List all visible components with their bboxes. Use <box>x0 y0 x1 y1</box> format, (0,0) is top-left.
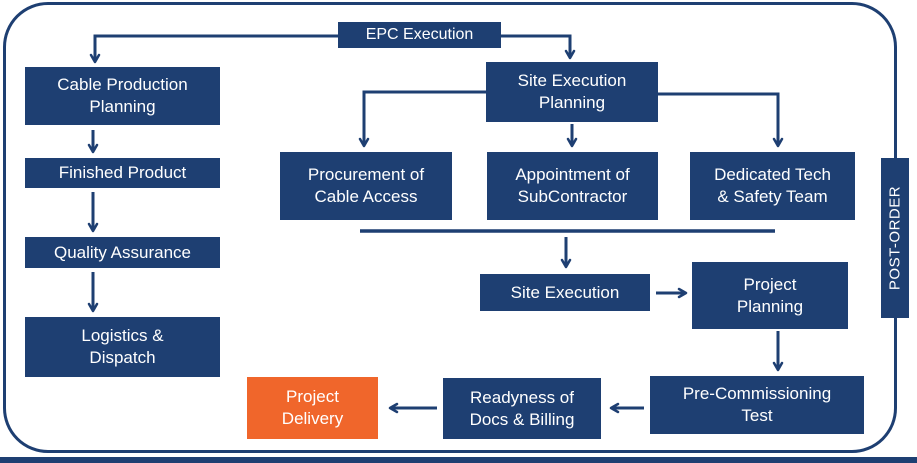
node-logistics-dispatch: Logistics & Dispatch <box>25 317 220 377</box>
edge-epc-execution-to-site-execution-planning <box>501 34 576 60</box>
node-quality-assurance: Quality Assurance <box>25 237 220 268</box>
node-procurement-cable-access: Procurement of Cable Access <box>280 152 452 220</box>
post-order-label: POST-ORDER <box>886 185 904 291</box>
node-cable-production-planning: Cable Production Planning <box>25 67 220 125</box>
node-readyness-docs-billing: Readyness of Docs & Billing <box>443 378 601 439</box>
edge-site-execution-planning-to-dedicated-tech-safety-team <box>658 92 784 148</box>
node-dedicated-tech-safety-team: Dedicated Tech & Safety Team <box>690 152 855 220</box>
node-appointment-subcontractor: Appointment of SubContractor <box>487 152 658 220</box>
node-site-execution: Site Execution <box>480 274 650 311</box>
edge-site-execution-planning-to-procurement-cable-access <box>358 90 486 148</box>
node-project-delivery: Project Delivery <box>247 377 378 439</box>
node-finished-product: Finished Product <box>25 158 220 188</box>
edge-epc-execution-to-cable-production-planning <box>89 34 338 64</box>
node-site-execution-planning: Site Execution Planning <box>486 62 658 122</box>
node-project-planning: Project Planning <box>692 262 848 329</box>
node-pre-commissioning-test: Pre-Commissioning Test <box>650 376 864 434</box>
node-post-order: POST-ORDER <box>881 158 909 318</box>
node-epc-execution: EPC Execution <box>338 22 501 48</box>
bottom-edge-bar <box>0 457 917 463</box>
